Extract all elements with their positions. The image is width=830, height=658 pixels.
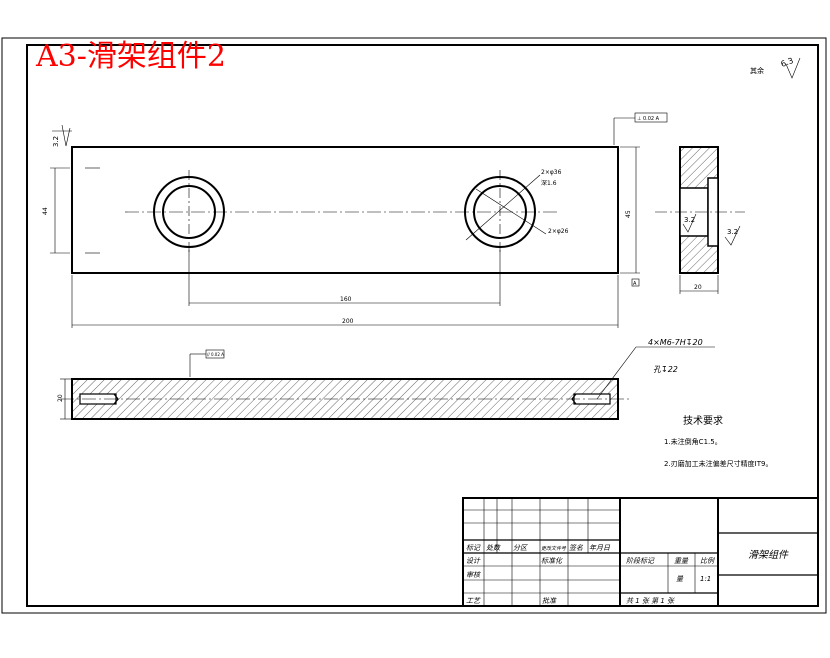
tb-check: 审核 xyxy=(466,571,481,579)
outer-frame xyxy=(1,37,827,614)
finish-rest-value: 6.3 xyxy=(780,56,795,69)
finish-symbol xyxy=(61,124,71,147)
inner-frame xyxy=(26,44,819,607)
tolerance-bottom: // 0.02 A xyxy=(207,352,224,357)
tb-scale-val: 1:1 xyxy=(700,575,711,583)
tb-design: 设计 xyxy=(466,557,481,565)
tb-count: 处数 xyxy=(486,544,501,552)
tb-scale: 比例 xyxy=(700,557,715,565)
tb-mark: 标记 xyxy=(466,544,481,552)
finish-symbol xyxy=(724,225,741,246)
dim-height-right: 45 xyxy=(625,210,632,218)
tb-change-doc: 更改文件号 xyxy=(541,545,567,552)
tech-item-1: 1.未注倒角C1.5。 xyxy=(664,437,722,446)
tb-zone: 分区 xyxy=(513,544,528,552)
tb-standard: 标准化 xyxy=(541,557,563,565)
finish-side-b: 3.2 xyxy=(727,228,738,236)
banner-title: A3-滑架组件2 xyxy=(36,39,226,74)
tb-process: 工艺 xyxy=(466,597,481,605)
finish-top-left: 3.2 xyxy=(52,136,60,147)
tb-sheets: 共 1 张 第 1 张 xyxy=(626,597,675,605)
tb-date: 年月日 xyxy=(589,544,611,552)
title-block-text: 标记 处数 分区 更改文件号 签名 年月日 设计 标准化 审核 工艺 批准 阶段… xyxy=(466,544,789,605)
hole-note-3: 2×φ26 xyxy=(548,228,569,235)
datum-box xyxy=(631,278,640,287)
finish-rest-label: 其余 xyxy=(750,66,764,75)
drill-note: 孔↧22 xyxy=(653,365,678,374)
hole-note-1: 2×φ36 xyxy=(541,169,562,176)
tb-stage: 阶段标记 xyxy=(626,557,655,565)
tech-item-2: 2.刃磨加工未注偏差尺寸精度IT9。 xyxy=(664,459,772,468)
tb-drawing-name: 滑架组件 xyxy=(748,549,789,561)
side-view: 20 3.2 3.2 xyxy=(655,146,745,294)
dim-thickness: 20 xyxy=(57,394,64,402)
tb-weight-val: 量 xyxy=(676,575,684,583)
thread-leader xyxy=(596,346,637,400)
tech-requirements: 技术要求 1.未注倒角C1.5。 2.刃磨加工未注偏差尺寸精度IT9。 xyxy=(664,414,772,468)
hole-note-2: 深1.6 xyxy=(541,179,557,187)
tolerance-frame-bottom xyxy=(205,349,225,359)
section-view: 20 // 0.02 A 4×M6-7H↧20 孔↧22 xyxy=(57,338,715,420)
dim-height-left: 44 xyxy=(42,207,49,215)
leader-hole-2 xyxy=(475,188,547,235)
dim-side-width: 20 xyxy=(694,284,702,291)
dim-center: 160 xyxy=(340,296,352,303)
finish-side-a: 3.2 xyxy=(684,216,695,224)
datum-label: A xyxy=(633,281,637,287)
finish-symbol xyxy=(785,57,801,79)
tb-approve: 批准 xyxy=(542,597,557,605)
front-view-outline xyxy=(71,146,619,274)
leader-hole-1 xyxy=(465,174,541,241)
thread-note: 4×M6-7H↧20 xyxy=(648,338,703,347)
front-view: 2×φ36 深1.6 2×φ26 44 45 160 200 xyxy=(42,112,668,328)
finish-symbol xyxy=(682,213,697,233)
dim-length: 200 xyxy=(342,318,354,325)
tech-heading: 技术要求 xyxy=(683,414,723,427)
tb-sign: 签名 xyxy=(569,544,584,552)
title-block xyxy=(462,497,819,607)
tb-weight: 重量 xyxy=(674,557,689,565)
tolerance-top: ⊥ 0.02 A xyxy=(637,116,660,122)
tolerance-frame-top xyxy=(634,112,668,123)
